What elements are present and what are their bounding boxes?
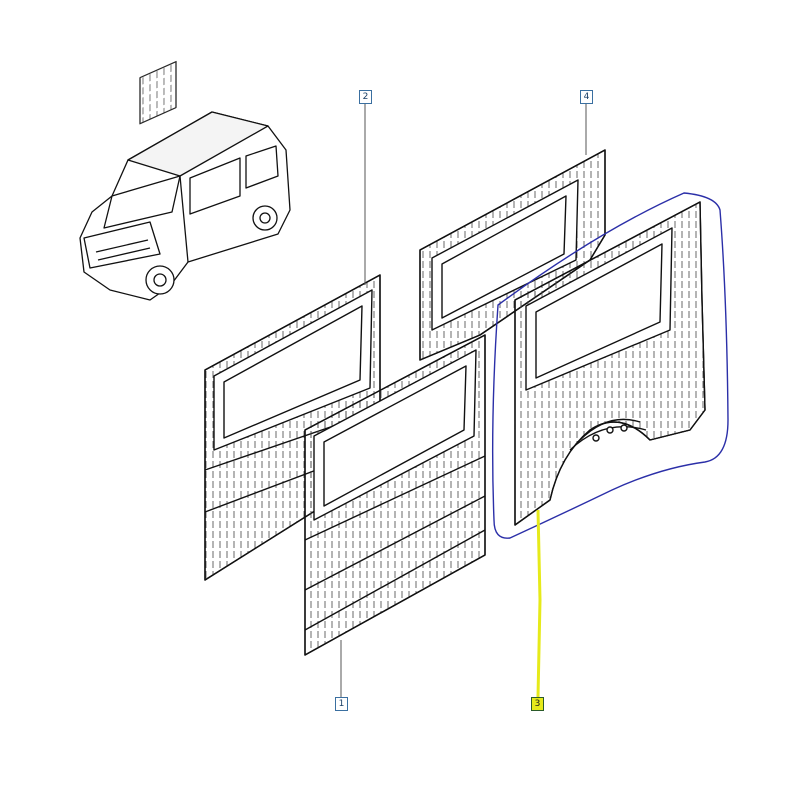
callout-4[interactable]: 4 xyxy=(580,90,593,104)
selection-outline xyxy=(491,192,729,539)
panel-1 xyxy=(304,334,486,656)
leader-line-3 xyxy=(536,509,542,698)
van-illustration xyxy=(79,60,291,301)
callout-1[interactable]: 1 xyxy=(335,697,348,711)
callout-3[interactable]: 3 xyxy=(531,697,544,711)
panel-2 xyxy=(204,274,381,581)
panel-3 xyxy=(514,201,706,526)
panel-4 xyxy=(419,149,606,361)
callout-2[interactable]: 2 xyxy=(359,90,372,104)
